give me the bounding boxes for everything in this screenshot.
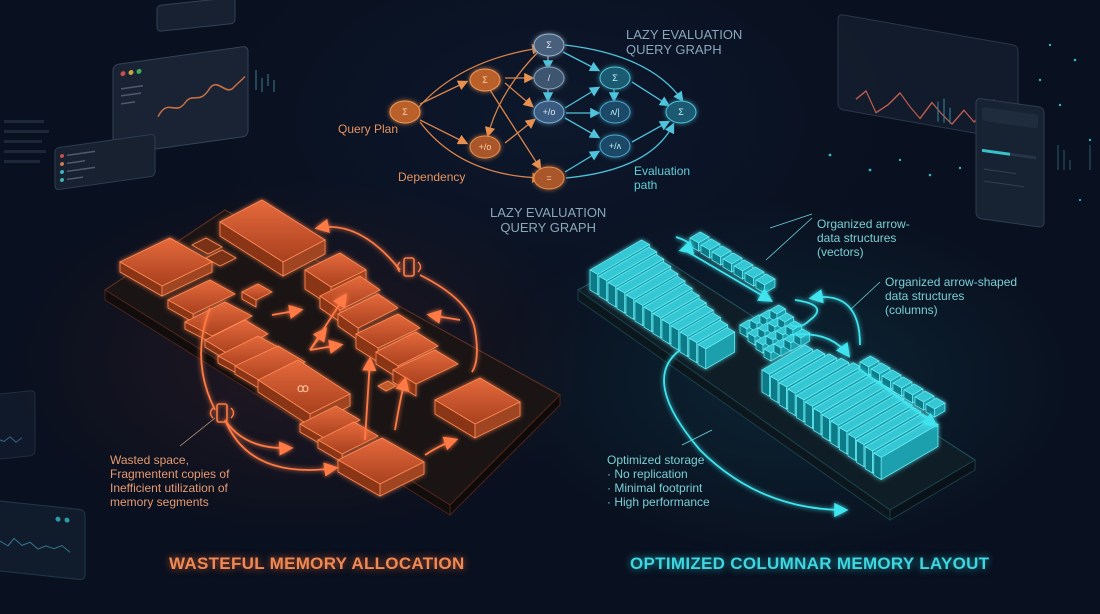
lazy-evaluation-query-graph <box>417 44 684 183</box>
graph-nodes: Σ Σ +/o = Σ / +/o Σ ʌ/| +/ʌ Σ <box>389 33 697 190</box>
wasteful-memory-board: ꝏ <box>103 199 561 517</box>
svg-text:ꝏ: ꝏ <box>297 381 309 395</box>
decor-dashboard-left <box>4 0 275 190</box>
svg-text:=: = <box>546 173 551 183</box>
svg-text:+/o: +/o <box>543 107 556 117</box>
node-n4: = <box>533 166 565 190</box>
svg-text:Σ: Σ <box>402 107 408 117</box>
svg-text:+/o: +/o <box>479 142 492 152</box>
node-n5: Σ <box>533 33 565 57</box>
optimized-storage-annotation: Optimized storage · No replication · Min… <box>607 453 710 510</box>
svg-text:/: / <box>548 73 551 83</box>
vectors-annotation: Organized arrow- data structures (vector… <box>817 217 910 260</box>
columns-annotation: Organized arrow-shaped data structures (… <box>885 275 1018 318</box>
label-dependency: Dependency <box>398 170 466 184</box>
label-evaluation-path: Evaluation path <box>634 164 691 193</box>
node-n2: Σ <box>469 68 501 92</box>
node-n8: Σ <box>599 66 631 90</box>
fragment-bracket-icon <box>209 403 235 423</box>
decor-dashboard-bottom-left <box>0 390 86 580</box>
columnar-memory-board <box>576 213 977 521</box>
svg-text:Σ: Σ <box>482 75 488 85</box>
node-n10: +/ʌ <box>599 134 631 158</box>
decor-dashboard-right <box>828 14 1092 228</box>
node-n9: ʌ/| <box>599 100 631 124</box>
svg-text:ʌ/|: ʌ/| <box>610 107 619 117</box>
optimized-columnar-title: OPTIMIZED COLUMNAR MEMORY LAYOUT <box>630 554 990 573</box>
svg-text:Σ: Σ <box>678 107 684 117</box>
graph-title-top: LAZY EVALUATION QUERY GRAPH <box>626 27 743 58</box>
node-n6: / <box>533 66 565 90</box>
graph-title-bottom: LAZY EVALUATION QUERY GRAPH <box>490 205 607 236</box>
node-n7: +/o <box>533 100 565 124</box>
wasteful-memory-title: WASTEFUL MEMORY ALLOCATION <box>169 554 465 573</box>
node-n1: Σ <box>389 100 421 124</box>
svg-text:Σ: Σ <box>612 73 618 83</box>
node-n3: +/o <box>469 135 501 159</box>
node-n11: Σ <box>665 100 697 124</box>
wasted-space-annotation: Wasted space, Fragmentent copies of Inef… <box>110 453 230 510</box>
svg-text:+/ʌ: +/ʌ <box>609 141 622 151</box>
label-query-plan: Query Plan <box>338 122 399 136</box>
fragment-bracket-icon <box>396 257 422 277</box>
svg-text:Σ: Σ <box>546 40 552 50</box>
